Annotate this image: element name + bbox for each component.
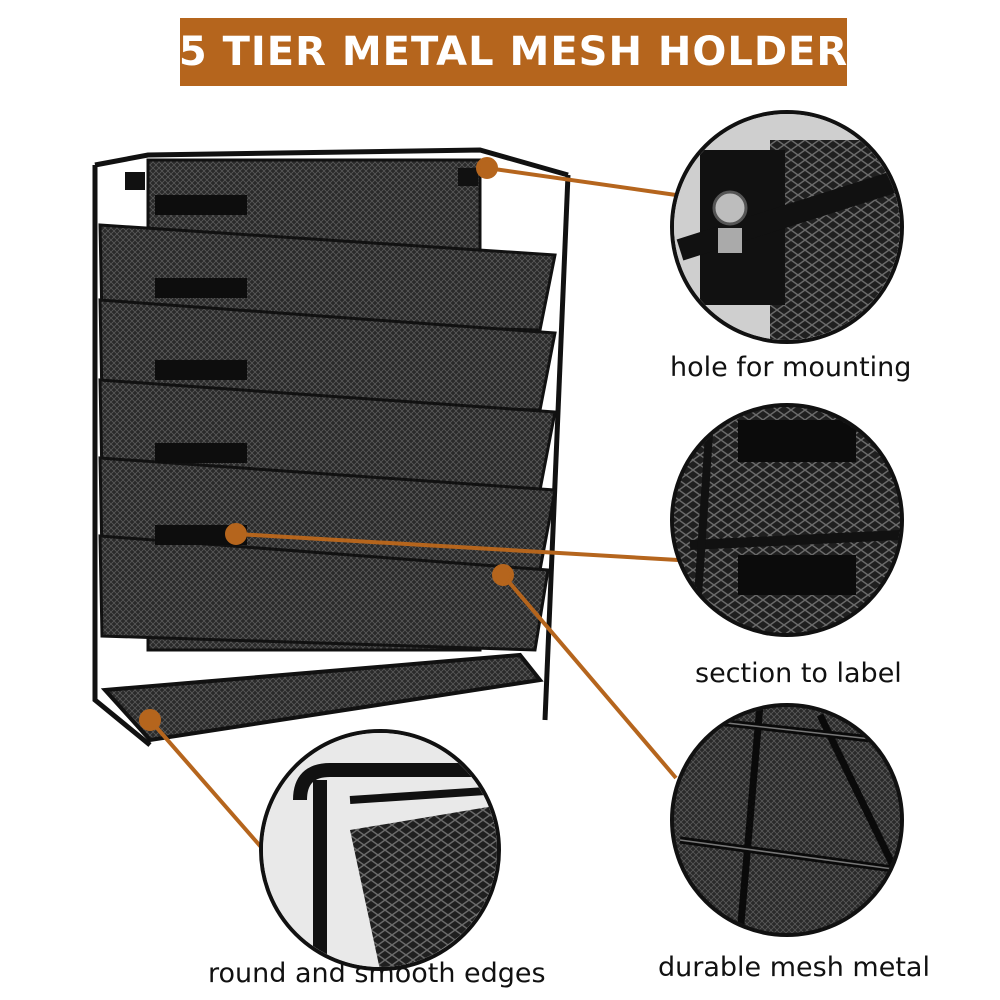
label-slot [155,278,247,298]
label-slot [155,525,247,545]
caption-mesh: durable mesh metal [658,952,930,983]
label-slot [155,360,247,380]
banner-title: 5 TIER METAL MESH HOLDER [178,29,849,75]
leader-dot-label [225,523,247,545]
tier-5 [98,525,550,652]
mount-tab-left [125,172,145,190]
bottom-tray [100,652,544,743]
screw-icon [712,190,748,226]
detail-edges [259,729,501,971]
label-plate-top [738,420,856,462]
leader-label [235,532,679,562]
leader-dot-mesh [492,564,514,586]
label-plate-bottom [738,555,856,595]
leader-lines [139,157,691,857]
left-frame [92,165,152,747]
caption-mounting: hole for mounting [670,352,912,383]
mount-tab-right [458,168,478,186]
mesh-holder [92,147,571,747]
detail-label [670,403,904,637]
detail-mesh [670,703,904,937]
top-frame [94,147,569,178]
leader-dot-edges [139,709,161,731]
leader-mesh [501,573,678,780]
leader-mounting [486,166,691,199]
title-banner: 5 TIER METAL MESH HOLDER [178,18,849,86]
tier-2 [98,278,557,412]
label-slot [155,195,247,215]
leader-dot-mounting [476,157,498,179]
leader-edges [148,718,270,857]
detail-mounting [670,110,904,344]
label-slot [155,443,247,463]
caption-label: section to label [695,658,902,689]
tier-1 [98,195,557,332]
caption-edges: round and smooth edges [208,958,546,989]
